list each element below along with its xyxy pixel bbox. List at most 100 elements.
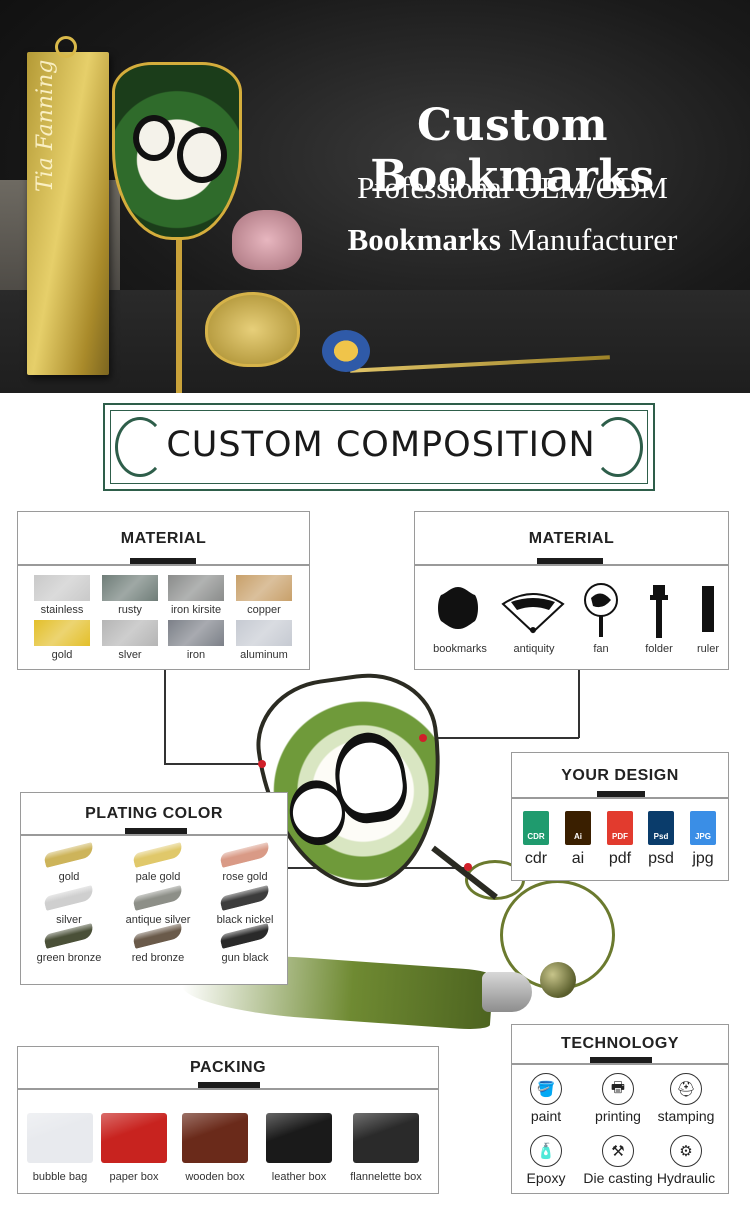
technology-label: paint	[530, 1108, 562, 1124]
round-fan-icon	[584, 583, 618, 637]
panel-title: YOUR DESIGN	[561, 767, 679, 784]
packing-image	[353, 1113, 419, 1163]
plating-sample	[43, 923, 95, 949]
psd-file-icon: Psd	[648, 811, 674, 845]
technology-label: stamping	[657, 1108, 715, 1124]
title-underline	[537, 558, 603, 565]
technology-panel: TECHNOLOGY 🪣paint🖶printing⛑stamping🧴Epox…	[511, 1024, 729, 1194]
material-label: rusty	[118, 604, 142, 616]
clip-icon	[650, 585, 668, 638]
packing-image	[101, 1113, 167, 1163]
file-type-label: ai	[571, 850, 585, 867]
material-swatch	[168, 620, 224, 646]
connector-line	[578, 670, 580, 738]
material-type-label: ruler	[696, 643, 719, 655]
plating-label: black nickel	[216, 914, 274, 926]
stamp-icon: ⛑	[670, 1073, 702, 1105]
material-label: gold	[51, 649, 73, 661]
plating-label: red bronze	[131, 952, 185, 964]
hotspot-dot	[258, 760, 266, 768]
material-panel-right: MATERIAL bookmarks antiquity fan folder rule…	[414, 511, 729, 670]
connector-line	[424, 737, 579, 739]
plating-label: silver	[56, 914, 82, 926]
technology-label: Epoxy	[526, 1170, 566, 1186]
file-badge: JPG	[694, 832, 711, 841]
packing-label: paper box	[109, 1171, 159, 1183]
bookmark-shape-icon	[438, 587, 478, 629]
material-type-label: bookmarks	[433, 643, 487, 655]
ai-file-icon: Ai	[565, 811, 591, 845]
anvil-icon: ⚒	[602, 1135, 634, 1167]
hero-title: Custom Bookmarks	[370, 100, 655, 202]
folding-fan-icon	[501, 593, 565, 634]
plating-label: green bronze	[36, 952, 102, 964]
hero-subtitle-bold: Bookmarks	[347, 222, 501, 257]
file-type-label: jpg	[692, 850, 714, 867]
hero-banner: Tia Fanning Custom Bookmarks Professiona…	[0, 0, 750, 393]
panel-title: MATERIAL	[528, 530, 615, 547]
material-label: copper	[247, 604, 281, 616]
hero-subtitle-line1: Professional OEM/ODM	[357, 170, 668, 205]
material-swatch	[102, 575, 158, 601]
shelf	[0, 290, 750, 393]
hero-subtitle-rest: Manufacturer	[500, 222, 678, 257]
file-badge: PDF	[612, 832, 628, 841]
material-swatch	[34, 575, 90, 601]
cdr-file-icon: CDR	[523, 811, 549, 845]
ornament-icon	[115, 417, 165, 477]
plating-label: rose gold	[222, 871, 268, 883]
title-underline	[125, 828, 187, 835]
packing-label: bubble bag	[32, 1171, 88, 1183]
material-type-label: antiquity	[513, 643, 555, 655]
material-type-label: folder	[645, 643, 673, 655]
file-type-label: cdr	[524, 850, 548, 867]
panda-fan-bookmark-image	[112, 62, 242, 393]
bead-image	[540, 962, 576, 998]
material-swatch	[168, 575, 224, 601]
paint-bucket-icon: 🪣	[530, 1073, 562, 1105]
material-swatch	[236, 575, 292, 601]
title-underline	[198, 1082, 260, 1089]
banner-title: CUSTOM COMPOSITION	[166, 425, 596, 465]
divider	[512, 1063, 728, 1065]
plating-label: pale gold	[135, 871, 181, 883]
file-badge: Ai	[574, 832, 582, 841]
plating-color-panel: PLATING COLOR gold pale gold rose gold silv…	[20, 792, 288, 985]
connector-line	[164, 670, 166, 764]
gold-bar-bookmark-image: Tia Fanning	[27, 36, 109, 375]
divider	[21, 834, 287, 836]
plating-label: antique silver	[125, 914, 191, 926]
file-type-label: pdf	[608, 850, 632, 867]
divider	[18, 1088, 438, 1090]
jpg-file-icon: JPG	[690, 811, 716, 845]
hotspot-dot	[419, 734, 427, 742]
material-swatch	[34, 620, 90, 646]
plating-sample	[132, 885, 184, 911]
pdf-file-icon: PDF	[607, 811, 633, 845]
material-label: iron kirsite	[170, 604, 222, 616]
plating-label: gold	[58, 871, 80, 883]
packing-image	[182, 1113, 248, 1163]
plating-sample	[132, 923, 184, 949]
plating-label: gun black	[221, 952, 269, 964]
divider	[512, 797, 728, 799]
panel-title: PLATING COLOR	[85, 805, 223, 822]
technology-label: printing	[595, 1108, 641, 1124]
printer-icon: 🖶	[602, 1073, 634, 1105]
packing-label: flannelette box	[350, 1171, 422, 1183]
custom-composition-banner: CUSTOM COMPOSITION	[103, 403, 655, 491]
material-swatch	[236, 620, 292, 646]
technology-label: Die casting	[583, 1170, 653, 1186]
plating-sample	[43, 842, 95, 868]
title-underline	[130, 558, 196, 565]
panel-title: MATERIAL	[120, 530, 207, 547]
file-badge: Psd	[653, 832, 669, 841]
tassel-cap-image	[482, 972, 532, 1012]
hydraulic-icon: ⚙	[670, 1135, 702, 1167]
divider	[18, 564, 309, 566]
plating-sample	[219, 885, 271, 911]
material-type-label: fan	[593, 643, 609, 655]
title-underline	[590, 1057, 652, 1064]
